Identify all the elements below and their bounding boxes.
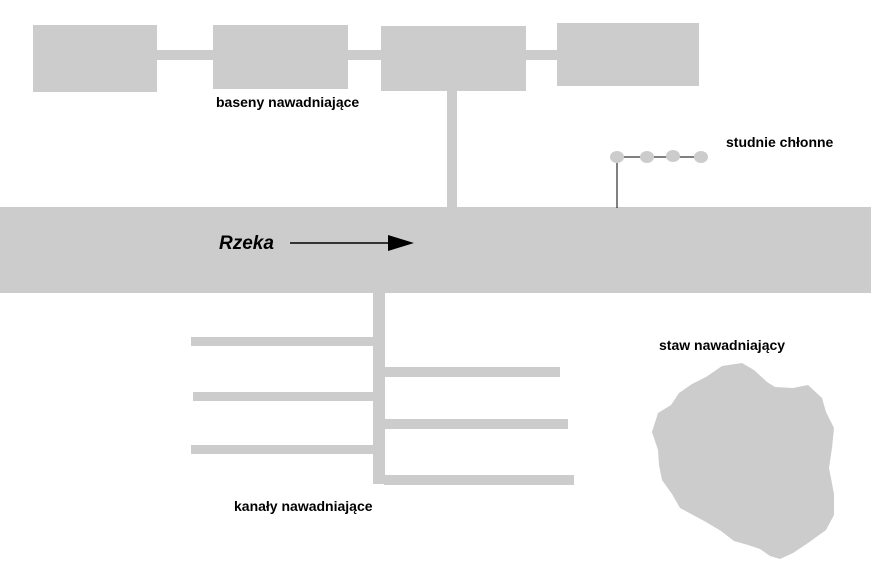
canal-branch — [191, 337, 374, 346]
well-dot — [640, 151, 654, 163]
flow-arrow — [290, 235, 414, 251]
basin-connector — [156, 50, 216, 60]
basin-box — [33, 25, 157, 92]
basin-box — [557, 23, 699, 86]
canals-label: kanały nawadniające — [234, 498, 373, 514]
canal-branch — [191, 445, 374, 454]
basin-box — [381, 26, 526, 91]
well-dot — [610, 151, 624, 163]
well-dot — [694, 151, 708, 163]
canal-branch — [384, 367, 560, 377]
irrigation-pond — [652, 363, 834, 559]
canal-branch — [384, 419, 568, 429]
canal-branch — [193, 392, 374, 401]
basin-connector — [524, 50, 560, 60]
canals-group — [191, 292, 574, 485]
pond-label: staw nawadniający — [659, 337, 786, 353]
wells-label: studnie chłonne — [726, 134, 834, 150]
well-dot — [666, 150, 680, 162]
basin-feed-pipe — [447, 90, 457, 210]
absorbing-wells — [610, 150, 708, 208]
canal-trunk — [373, 292, 385, 484]
river-band — [0, 207, 871, 293]
canal-branch — [384, 475, 574, 485]
basins-group — [33, 23, 699, 210]
basins-label: baseny nawadniające — [216, 94, 360, 110]
river-label: Rzeka — [219, 233, 274, 254]
basin-connector — [346, 50, 384, 60]
basin-box — [213, 25, 348, 89]
